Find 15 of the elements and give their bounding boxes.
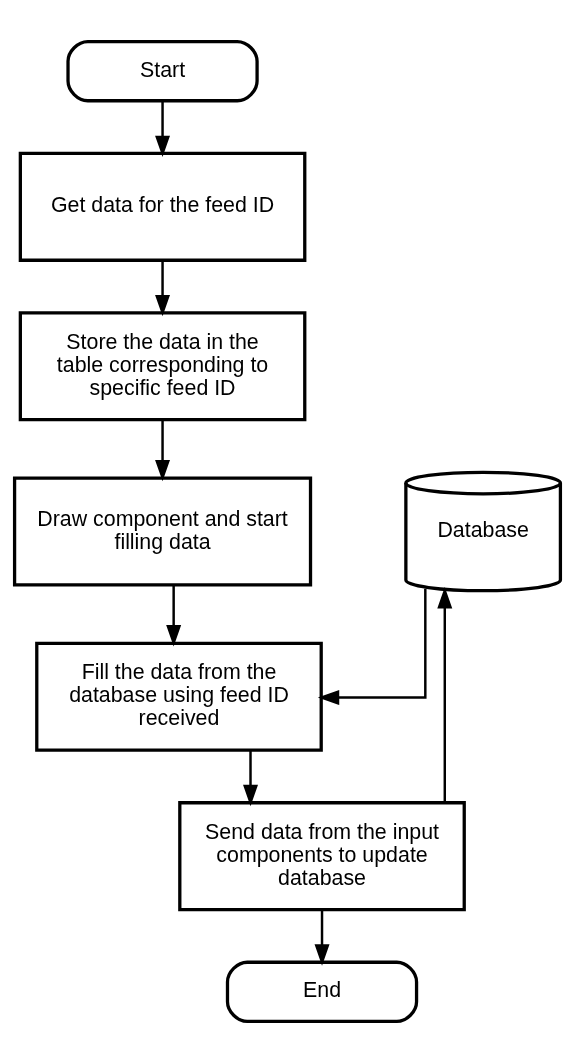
node-box: Get data for the feed ID xyxy=(18,151,307,262)
node-box: Fill the data from the database using feed ID received xyxy=(35,641,323,752)
arrow xyxy=(243,750,258,807)
arrow xyxy=(155,101,171,158)
arrow xyxy=(314,909,330,966)
node-box: Draw component and start filling data xyxy=(12,476,313,587)
node-box: End xyxy=(225,960,419,1024)
arrow xyxy=(166,585,182,647)
arrow xyxy=(155,260,171,317)
arrow xyxy=(437,586,453,803)
node-box: Store the data in the table corresponding to specific feed ID xyxy=(18,311,307,422)
node-box: Send data from the input components to update database xyxy=(178,801,466,912)
node-box: Start xyxy=(66,39,259,103)
arrow xyxy=(155,419,171,482)
arrow xyxy=(317,588,427,706)
